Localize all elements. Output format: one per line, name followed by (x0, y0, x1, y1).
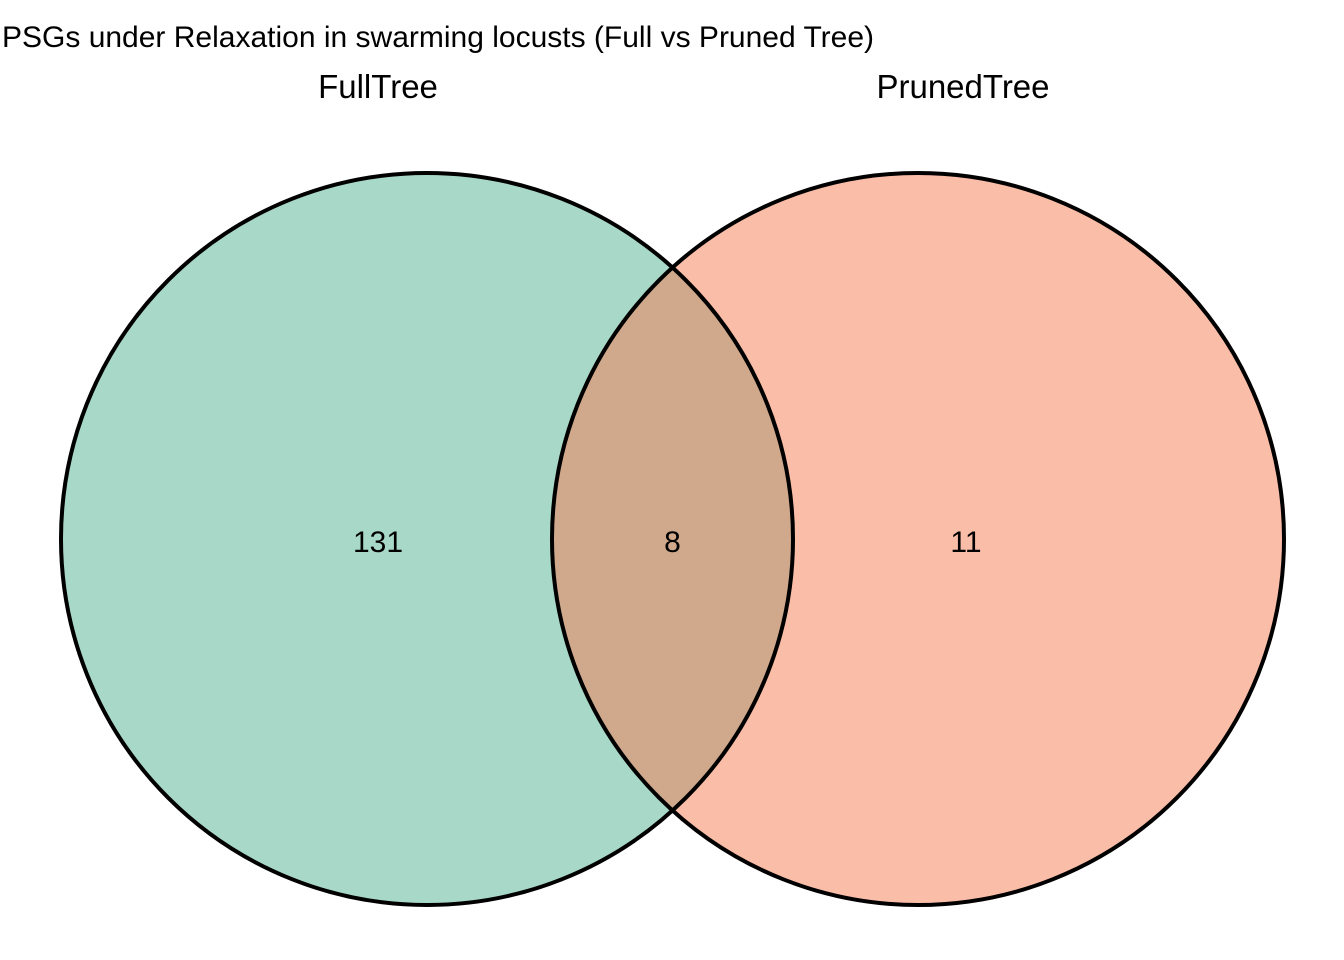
set-label-prunedtree: PrunedTree (876, 68, 1050, 105)
count-label-fulltree-only: 131 (353, 526, 403, 559)
venn-circle-fulltree-outline (59, 171, 795, 907)
count-label-intersection: 8 (664, 526, 681, 559)
set-label-fulltree: FullTree (318, 68, 438, 105)
venn-intersection-region (552, 173, 793, 905)
page-title: PSGs under Relaxation in swarming locust… (2, 21, 875, 54)
count-label-prunedtree-only: 11 (950, 526, 981, 559)
venn-circle-prunedtree-outline (550, 171, 1286, 907)
